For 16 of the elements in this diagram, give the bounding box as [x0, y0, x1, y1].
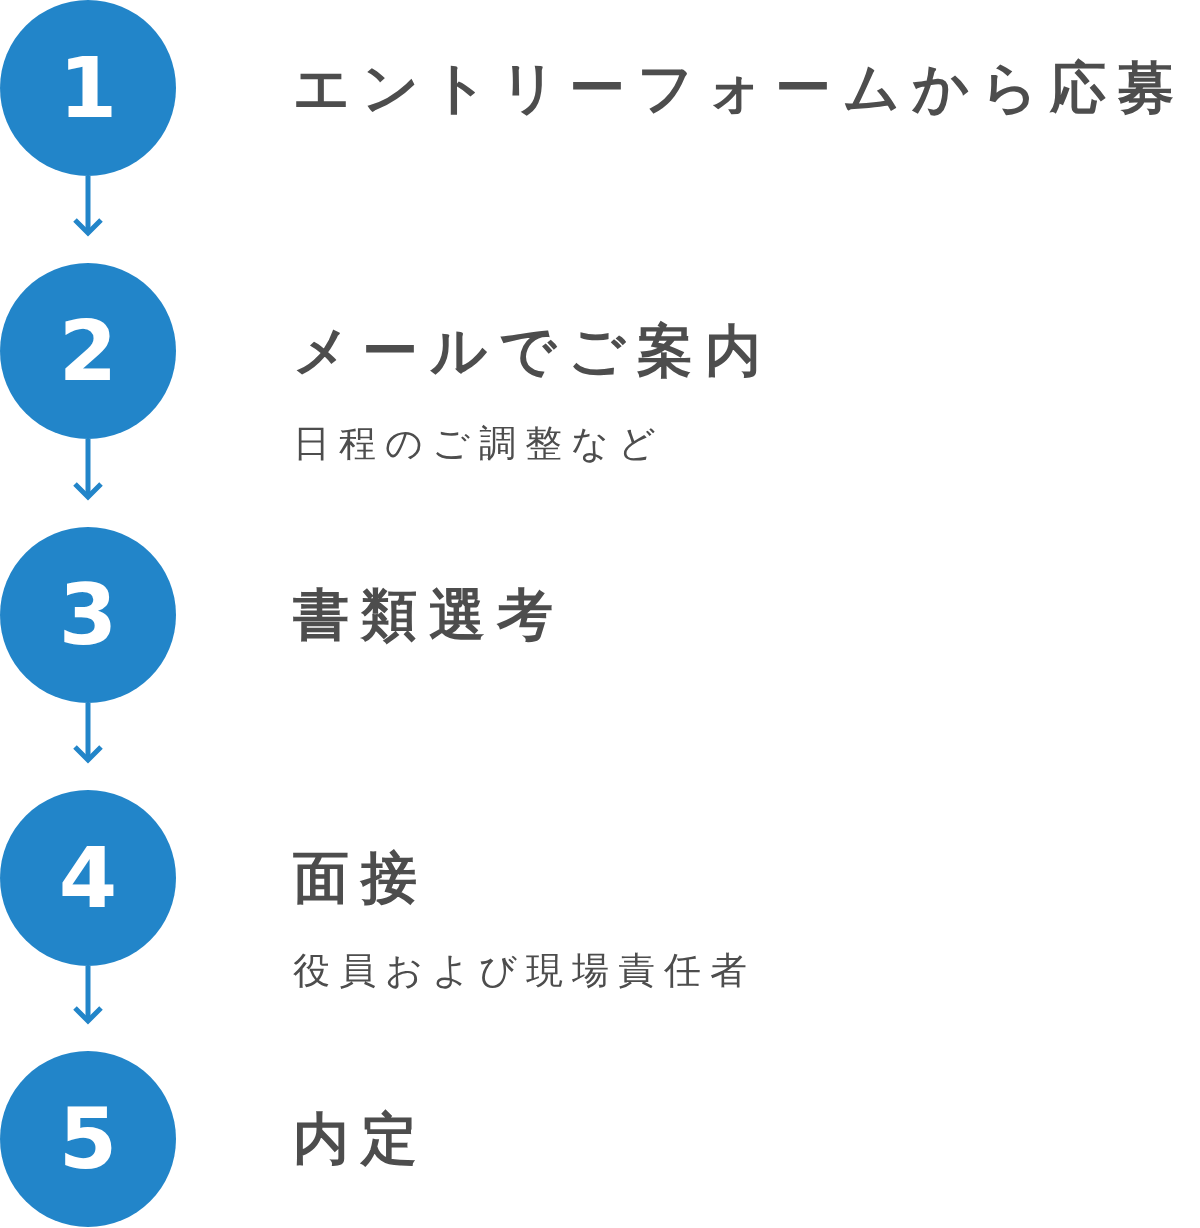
step-title: 内定 [293, 1108, 429, 1170]
step-note: 日程のご調整など [293, 424, 665, 465]
step-number: 2 [58, 309, 118, 393]
step-title: エントリーフォームから応募 [293, 57, 1186, 119]
arrow [72, 176, 104, 236]
arrow [72, 703, 104, 763]
step-title: 書類選考 [293, 584, 565, 646]
step-number: 1 [58, 46, 118, 130]
step-title: メールでご案内 [293, 320, 773, 382]
step-number: 3 [58, 573, 118, 657]
arrow [72, 439, 104, 500]
arrow [72, 966, 104, 1024]
step-title: 面接 [293, 847, 429, 909]
step-number: 4 [58, 836, 118, 920]
step-note: 役員および現場責任者 [293, 951, 756, 992]
step-number: 5 [58, 1097, 118, 1181]
